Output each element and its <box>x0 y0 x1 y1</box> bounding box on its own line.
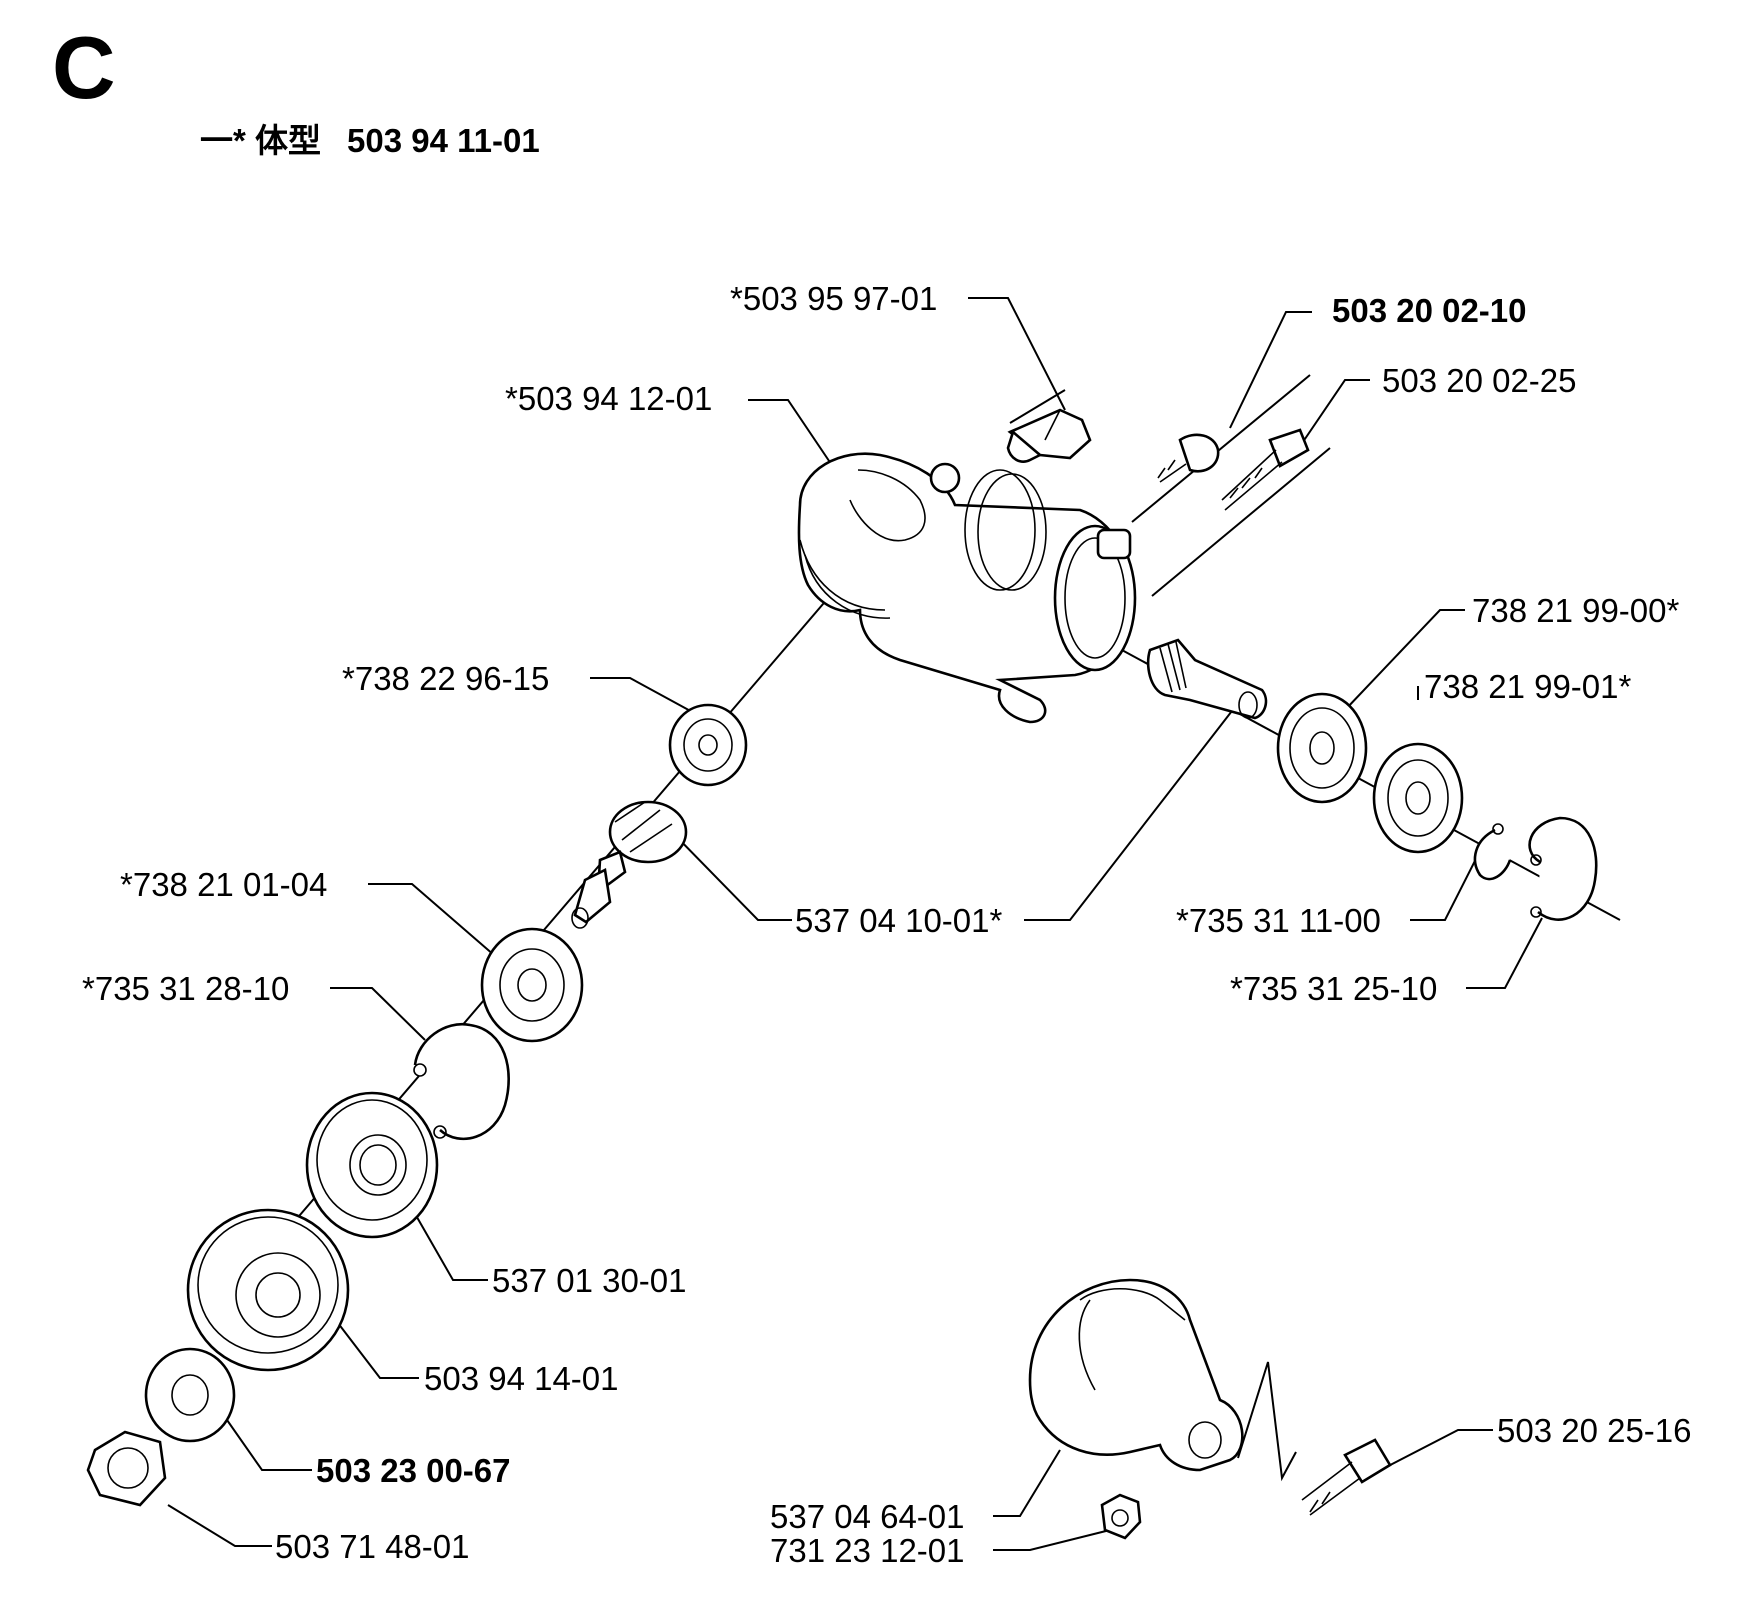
label-l1: *503 95 97-01 <box>730 280 937 317</box>
assembly-name: 一* 体型 <box>200 122 322 159</box>
bracket-screw <box>1301 1438 1392 1516</box>
bearing-738-21-99-01 <box>1372 742 1464 854</box>
label-l12: *735 31 25-10 <box>1230 970 1437 1007</box>
bearing-738-22-96-15 <box>668 703 748 787</box>
label-l7: 738 21 99-01* <box>1424 668 1632 705</box>
label-l3: *503 94 12-01 <box>505 380 712 417</box>
circlip-735-31-25-10 <box>1528 816 1598 921</box>
clamp-bracket <box>1028 1278 1244 1472</box>
housing-bolt <box>1006 408 1092 463</box>
bearing-738-21-01-04 <box>480 927 584 1043</box>
pinion-gear <box>1146 638 1268 720</box>
assembly-number: 503 94 11-01 <box>347 122 540 159</box>
leader-lines <box>167 297 1543 1551</box>
label-l15: 503 23 00-67 <box>316 1452 511 1489</box>
assembly-title: 一* 体型 503 94 11-01 <box>200 124 540 157</box>
clamp-screw-short <box>1157 433 1220 483</box>
label-l9: 537 04 10-01* <box>795 902 1003 939</box>
label-l17: 537 04 64-01 <box>770 1498 965 1535</box>
clamp-screw-long <box>1221 428 1310 511</box>
section-letter: C <box>52 18 116 117</box>
nut-503-71-48-01 <box>86 1430 167 1507</box>
label-l11: *735 31 28-10 <box>82 970 289 1007</box>
output-gear <box>571 800 688 929</box>
washer-503-23-00-67 <box>144 1347 236 1443</box>
nut-731-23-12-01 <box>1100 1493 1142 1540</box>
label-l13: 537 01 30-01 <box>492 1262 687 1299</box>
label-l19: 503 71 48-01 <box>275 1528 470 1565</box>
thrust-washer-537-01-30-01 <box>305 1091 439 1239</box>
gear-housing <box>797 452 1137 724</box>
label-l6: *738 22 96-15 <box>342 660 549 697</box>
bearing-738-21-99-00 <box>1276 692 1368 804</box>
label-l18: 731 23 12-01 <box>770 1532 965 1569</box>
label-l14: 503 94 14-01 <box>424 1360 619 1397</box>
label-l16: 503 20 25-16 <box>1497 1412 1692 1449</box>
cup-503-94-14-01 <box>186 1208 350 1372</box>
part-labels: *503 95 97-01 503 20 02-10 *503 94 12-01… <box>82 280 1692 1569</box>
label-l10: *735 31 11-00 <box>1176 902 1381 939</box>
label-l2: 503 20 02-10 <box>1332 292 1527 329</box>
label-l4: 503 20 02-25 <box>1382 362 1577 399</box>
label-l8: *738 21 01-04 <box>120 866 327 903</box>
circlip-735-31-28-10 <box>413 1022 510 1141</box>
label-l5: 738 21 99-00* <box>1472 592 1680 629</box>
circlip-735-31-11-00 <box>1473 823 1512 881</box>
